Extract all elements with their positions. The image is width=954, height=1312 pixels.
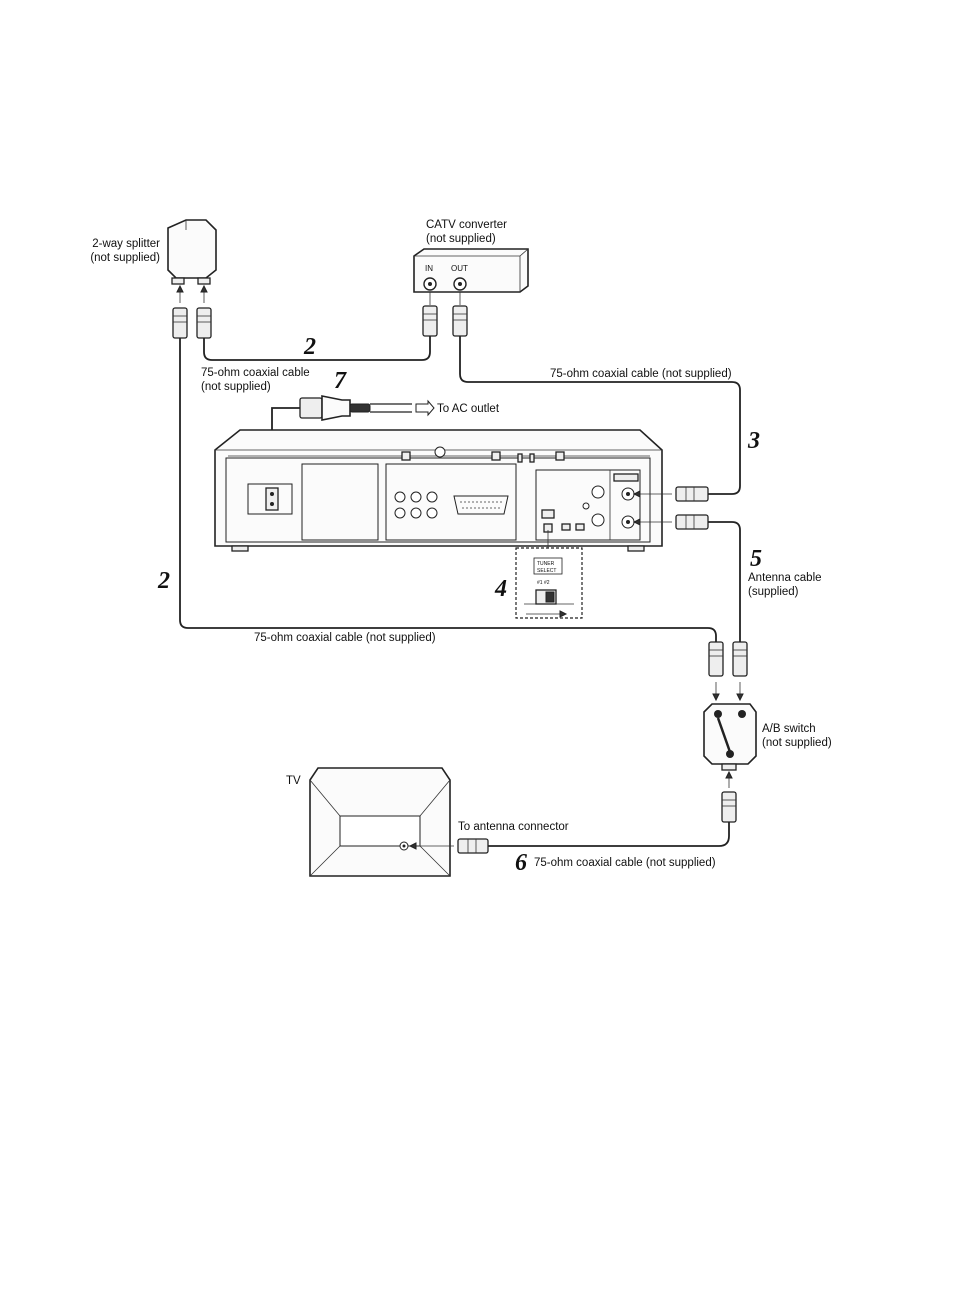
coax-2-top-label-line2: (not supplied) xyxy=(201,381,271,393)
splitter-arrows xyxy=(176,284,208,303)
to-antenna-label: To antenna connector xyxy=(458,821,569,833)
tv-label: TV xyxy=(286,775,301,787)
ab-switch-label-line1: A/B switch xyxy=(762,723,816,735)
coax-2-top-label-line1: 75-ohm coaxial cable xyxy=(201,367,310,379)
catv-out-label: OUT xyxy=(451,264,468,273)
tv-icon xyxy=(309,767,451,877)
step-4: 4 xyxy=(494,576,507,602)
tuner-select-label-line1: TUNER xyxy=(537,561,555,567)
catv-converter-icon xyxy=(413,248,529,293)
coax-3-label: 75-ohm coaxial cable (not supplied) xyxy=(550,368,732,380)
ab-switch-plugs xyxy=(708,641,748,702)
power-plug-icon xyxy=(299,395,435,421)
tuner-select-callout xyxy=(515,530,583,619)
catv-label-line1: CATV converter xyxy=(426,219,507,231)
tuner-positions-label: #1 #2 xyxy=(537,580,550,586)
vcr-rear-panel-icon xyxy=(214,429,663,552)
ac-outlet-label: To AC outlet xyxy=(437,403,500,415)
step-7: 7 xyxy=(334,368,347,394)
splitter-icon xyxy=(167,219,217,285)
tuner-select-label-line2: SELECT xyxy=(537,568,556,574)
ab-switch-icon xyxy=(703,703,757,771)
cable-catv-to-vcr xyxy=(459,336,741,495)
coax-6-label: 75-ohm coaxial cable (not supplied) xyxy=(534,857,716,869)
step-6: 6 xyxy=(515,850,527,876)
cable-splitter-to-catv xyxy=(203,336,431,361)
catv-label-line2: (not supplied) xyxy=(426,233,496,245)
tv-input-plug xyxy=(408,838,489,854)
antenna-cable-label-line2: (supplied) xyxy=(748,586,799,598)
coax-2-bottom-label: 75-ohm coaxial cable (not supplied) xyxy=(254,632,436,644)
step-5: 5 xyxy=(750,546,762,572)
antenna-cable-label-line1: Antenna cable xyxy=(748,572,822,584)
splitter-label-line2: (not supplied) xyxy=(90,252,160,264)
step-3: 3 xyxy=(747,428,760,454)
splitter-label-line1: 2-way splitter xyxy=(92,238,160,250)
ab-switch-label-line2: (not supplied) xyxy=(762,737,832,749)
step-2-left: 2 xyxy=(157,568,170,594)
ab-switch-output-plug xyxy=(721,770,737,823)
vcr-input-plugs xyxy=(632,486,709,530)
cable-ab-to-tv xyxy=(488,822,730,847)
cable-splitter-to-ab xyxy=(179,338,717,642)
cable-vcr-to-ab xyxy=(708,521,741,642)
step-2-top: 2 xyxy=(303,334,316,360)
catv-in-label: IN xyxy=(425,264,433,273)
